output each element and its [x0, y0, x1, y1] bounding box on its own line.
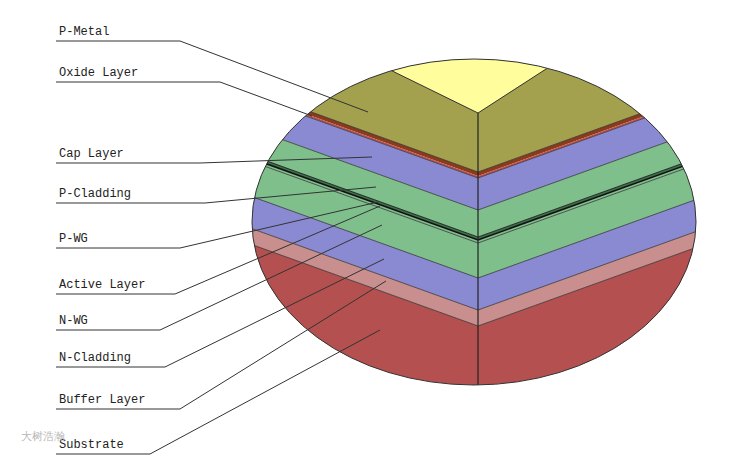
leader-line — [56, 330, 380, 454]
watermark: 大树浩瀚 — [20, 430, 66, 444]
layer-boundary — [200, 208, 732, 310]
layer-label: Substrate — [58, 438, 125, 452]
corner-edge — [477, 113, 478, 385]
layer-label: P-WG — [58, 232, 89, 246]
layer-label: Active Layer — [58, 278, 146, 292]
leader-line — [56, 281, 386, 409]
layer-label: Buffer Layer — [58, 393, 146, 407]
layer-boundary — [200, 176, 732, 278]
layer-band — [200, 224, 732, 456]
layer-bands — [200, 0, 732, 456]
leader-line — [56, 202, 378, 248]
layer-label: P-Cladding — [58, 187, 132, 201]
layer-label: N-Cladding — [58, 351, 132, 365]
top-face — [378, 57, 560, 113]
leader-line — [56, 82, 312, 116]
leader-lines — [56, 41, 386, 454]
layer-label: N-WG — [58, 314, 89, 328]
leader-line — [56, 41, 368, 112]
wafer-outline — [252, 59, 696, 385]
layer-label: P-Metal — [58, 25, 110, 39]
leader-line — [56, 206, 380, 294]
layer-boundary — [200, 108, 732, 210]
layer-label: Oxide Layer — [58, 66, 139, 80]
leader-line — [56, 187, 376, 203]
layer-boundary — [200, 135, 732, 237]
layer-boundary — [200, 141, 732, 243]
layer-label: Cap Layer — [58, 147, 125, 161]
